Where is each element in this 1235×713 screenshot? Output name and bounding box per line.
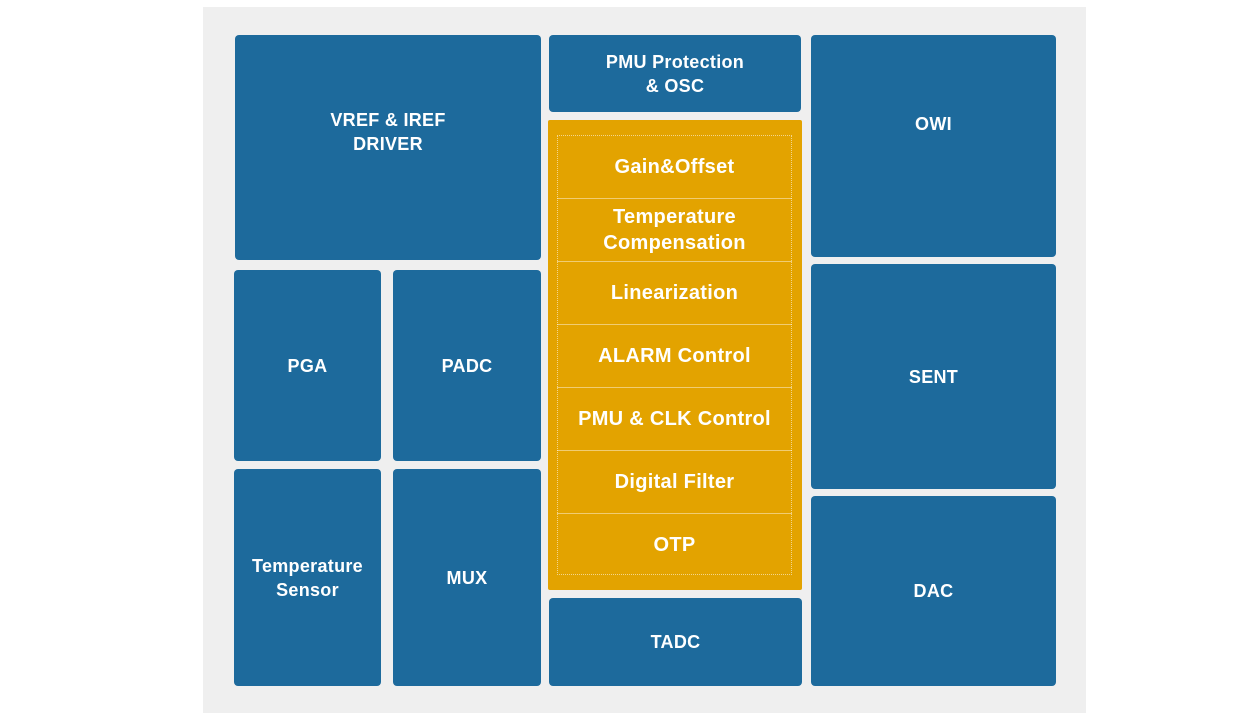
tadc-block: TADC xyxy=(549,598,802,686)
owi-block: OWI xyxy=(811,35,1056,257)
core-row-gain-offset: Gain&Offset xyxy=(614,155,735,178)
sent-block: SENT xyxy=(811,264,1056,489)
pmu-protection-osc-block: PMU Protection & OSC xyxy=(549,35,801,112)
vref-iref-driver-block: VREF & IREF DRIVER xyxy=(235,35,541,260)
core-row-alarm-control: ALARM Control xyxy=(557,324,792,387)
digital-core-block xyxy=(548,120,802,590)
padc-block: PADC xyxy=(393,270,541,461)
core-row-digital-filter: Digital Filter xyxy=(557,450,792,513)
dac-block: DAC xyxy=(811,496,1056,686)
core-row-linearization: Linearization xyxy=(557,261,792,324)
temperature-sensor-block: Temperature Sensor xyxy=(234,469,381,686)
core-row-temperature-compensation: Temperature Compensation xyxy=(557,198,792,261)
core-row-pmu-clk-control: PMU & CLK Control xyxy=(557,387,792,450)
digital-core-inner-frame xyxy=(557,135,792,575)
core-row-otp: OTP xyxy=(557,513,792,576)
pga-block: PGA xyxy=(234,270,381,461)
mux-block: MUX xyxy=(393,469,541,686)
